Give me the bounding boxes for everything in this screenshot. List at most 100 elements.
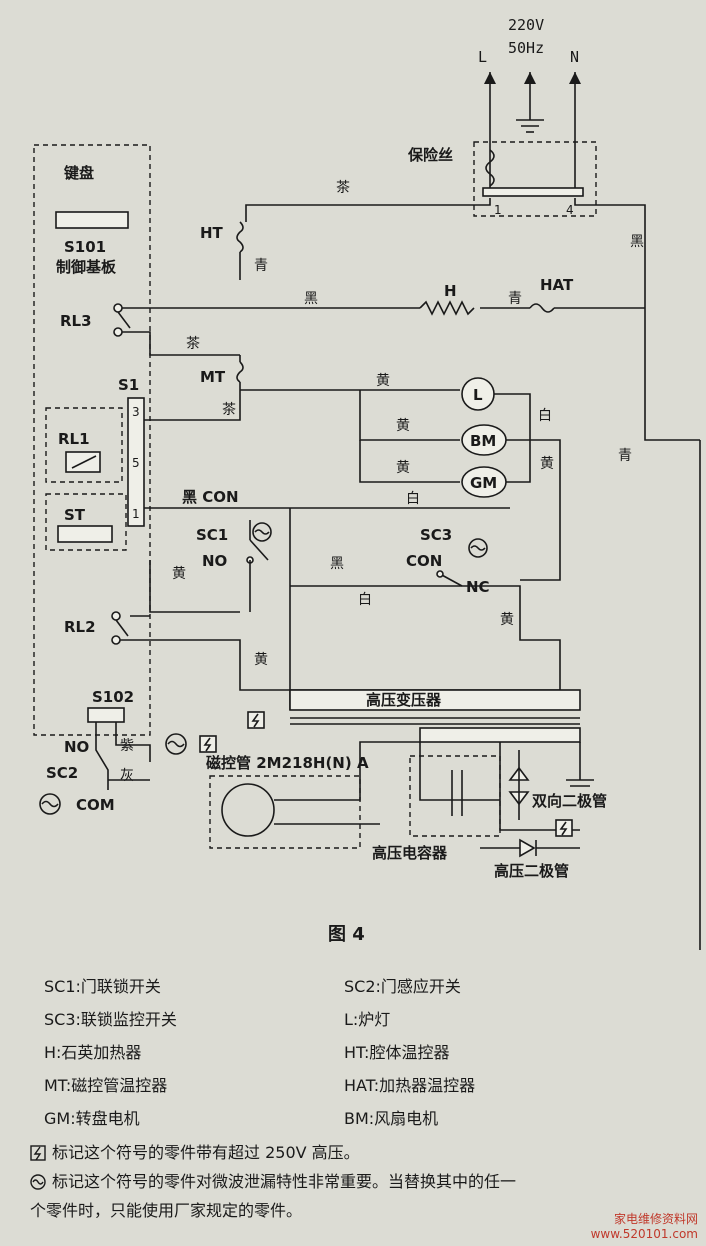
s1-pin5: 5 bbox=[132, 456, 140, 470]
power-arrows bbox=[484, 72, 581, 190]
hat-thermostat-icon bbox=[529, 303, 555, 313]
microwave-symbol-sc1 bbox=[252, 522, 272, 542]
rl1-relay-icon bbox=[65, 451, 101, 473]
hv-note-text: 标记这个符号的零件带有超过 250V 高压。 bbox=[52, 1143, 360, 1162]
legend-item: L:炉灯 bbox=[344, 1009, 391, 1029]
wire-purple: 紫 bbox=[120, 738, 134, 754]
wire-tea-rl3: 茶 bbox=[186, 336, 200, 352]
watermark-line-1: 家电维修资料网 bbox=[613, 1212, 698, 1226]
sc1-label: SC1 bbox=[196, 526, 228, 544]
wire-yellow-sc1: 黄 bbox=[172, 565, 186, 582]
mw-note-text-1: 标记这个符号的零件对微波泄漏特性非常重要。当替换其中的任一 bbox=[52, 1172, 517, 1191]
legend-item: HAT:加热器温控器 bbox=[344, 1075, 476, 1095]
legend-row: SC1:门联锁开关 SC2:门感应开关 bbox=[44, 968, 644, 1001]
neutral-terminal-label: N bbox=[570, 48, 579, 66]
hv-capacitor-label: 高压电容器 bbox=[372, 844, 448, 862]
wire-tea-top: 茶 bbox=[336, 180, 350, 196]
figure-caption: 图 4 bbox=[328, 924, 365, 945]
control-board bbox=[33, 144, 151, 736]
wire-black-heater: 黑 bbox=[304, 291, 318, 307]
microwave-symbol-sc2 bbox=[39, 793, 61, 815]
wire-yellow-rl2: 黄 bbox=[254, 651, 268, 668]
wire-tea-mt: 茶 bbox=[222, 402, 236, 418]
wire-black-sc3: 黑 bbox=[330, 556, 344, 572]
hv-note: 标记这个符号的零件带有超过 250V 高压。 bbox=[30, 1138, 700, 1167]
fuse-icon bbox=[482, 149, 584, 197]
hv-diode-icon bbox=[480, 838, 580, 858]
magnetron-block bbox=[209, 775, 361, 849]
wire-yellow-right: 黄 bbox=[540, 455, 554, 472]
bm-label: BM bbox=[470, 432, 496, 450]
terminal-1-label: 1 bbox=[494, 203, 502, 217]
bi-diode-label: 双向二极管 bbox=[532, 792, 607, 810]
chassis-ground-icon bbox=[566, 742, 594, 787]
keyboard-connector bbox=[55, 211, 129, 229]
sc3-switch-icon bbox=[436, 570, 463, 587]
ground-icon bbox=[516, 119, 544, 133]
s1-connector bbox=[127, 397, 145, 527]
mw-note-text-2: 个零件时，只能使用厂家规定的零件。 bbox=[30, 1201, 303, 1220]
microwave-symbol-sc3 bbox=[468, 538, 488, 558]
circuit-diagram: 220V 50Hz L N 保险丝 1 4 茶 黑 键盘 S101 制御基板 R… bbox=[33, 16, 701, 950]
legend-item: SC3:联锁监控开关 bbox=[44, 1009, 177, 1029]
sc2-label: SC2 bbox=[46, 764, 78, 782]
st-block bbox=[45, 493, 127, 551]
sc2-com-label: COM bbox=[76, 796, 115, 814]
gm-label: GM bbox=[470, 474, 497, 492]
wire-blue-ht: 青 bbox=[254, 258, 268, 274]
sc1-no-label: NO bbox=[202, 552, 227, 570]
wire-blue-right: 青 bbox=[618, 448, 632, 464]
ht-thermostat-icon bbox=[236, 221, 244, 253]
hv-secondary bbox=[419, 727, 581, 743]
wire-blue-heater: 青 bbox=[508, 291, 522, 307]
board-label: 制御基板 bbox=[56, 258, 117, 276]
rl2-label: RL2 bbox=[64, 618, 96, 636]
rl1-label: RL1 bbox=[58, 430, 90, 448]
legend-item: H:石英加热器 bbox=[44, 1042, 142, 1062]
wire-black-right: 黑 bbox=[630, 234, 644, 250]
legend-row: H:石英加热器 HT:腔体温控器 bbox=[44, 1034, 644, 1067]
hv-warning-icon bbox=[30, 1144, 46, 1161]
bidirectional-diode-icon bbox=[508, 750, 530, 820]
terminal-4-label: 4 bbox=[566, 203, 574, 217]
hv-capacitor-icon bbox=[451, 770, 463, 816]
hv-diode-label: 高压二极管 bbox=[494, 862, 569, 880]
sc1-switch-icon bbox=[246, 520, 269, 564]
wire-yellow-gm: 黄 bbox=[396, 459, 410, 476]
microwave-symbol-icon bbox=[30, 1173, 46, 1190]
legend-item: HT:腔体温控器 bbox=[344, 1042, 450, 1062]
legend-item: BM:风扇电机 bbox=[344, 1108, 439, 1128]
frequency-label: 50Hz bbox=[508, 39, 544, 57]
s102-label: S102 bbox=[92, 688, 134, 706]
legend-item: GM:转盘电机 bbox=[44, 1108, 140, 1128]
s1-pin3: 3 bbox=[132, 405, 140, 419]
mt-thermostat-icon bbox=[236, 361, 244, 383]
sc2-switch-icon bbox=[95, 722, 151, 790]
notes: 标记这个符号的零件带有超过 250V 高压。 标记这个符号的零件对微波泄漏特性非… bbox=[30, 1138, 700, 1225]
hv-warning-icon-transformer bbox=[247, 711, 265, 729]
rl1-block bbox=[45, 407, 123, 483]
sc3-nc-label: NC bbox=[466, 578, 490, 596]
hv-transformer-label: 高压变压器 bbox=[366, 691, 442, 709]
line-terminal-label: L bbox=[478, 48, 487, 66]
st-triac-icon bbox=[57, 525, 113, 543]
fuse-label: 保险丝 bbox=[407, 146, 453, 164]
legend-row: GM:转盘电机 BM:风扇电机 bbox=[44, 1100, 644, 1133]
watermark-line-2: www.520101.com bbox=[590, 1227, 698, 1241]
wire-black-con: 黑 CON bbox=[182, 488, 239, 506]
legend: SC1:门联锁开关 SC2:门感应开关 SC3:联锁监控开关 L:炉灯 H:石英… bbox=[44, 968, 644, 1133]
hv-warning-icon-magnetron bbox=[199, 735, 217, 753]
legend-item: MT:磁控管温控器 bbox=[44, 1075, 168, 1095]
ht-label: HT bbox=[200, 224, 224, 242]
legend-row: MT:磁控管温控器 HAT:加热器温控器 bbox=[44, 1067, 644, 1100]
st-label: ST bbox=[64, 506, 86, 524]
lamp-label: L bbox=[473, 386, 483, 404]
sc3-con-label: CON bbox=[406, 552, 442, 570]
wire-white-sc3: 白 bbox=[406, 491, 420, 507]
wire-white-lower: 白 bbox=[358, 592, 372, 608]
legend-item: SC1:门联锁开关 bbox=[44, 976, 161, 996]
sc2-no-label: NO bbox=[64, 738, 89, 756]
watermark: 家电维修资料网 www.520101.com bbox=[591, 1212, 698, 1242]
hv-capacitor-block bbox=[409, 755, 501, 837]
s1-label: S1 bbox=[118, 376, 139, 394]
